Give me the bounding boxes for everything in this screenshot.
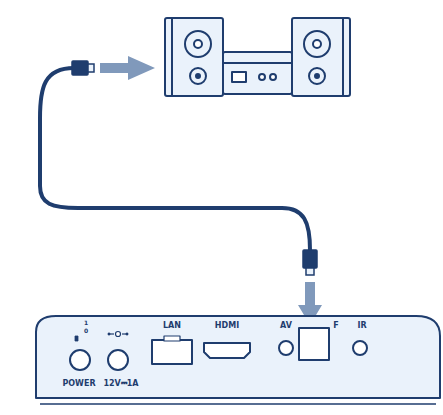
port-label: 0 [84,328,88,334]
port-label: F [333,322,338,330]
port-label: HDMI [215,322,239,330]
speaker [292,18,350,96]
hdmi-port [204,343,250,358]
port-label: IR [357,322,366,330]
port-label: AV [280,322,292,330]
port-label: POWER [62,380,95,388]
dc-jack [108,350,128,370]
power-switch [70,350,90,370]
direction-arrow [100,56,322,325]
ir-port [353,341,367,355]
port-label: 1 [84,320,88,326]
set-top-box [36,316,440,398]
amplifier [223,52,292,94]
cable-plug [72,61,88,75]
lan-port [152,340,192,364]
port-label: LAN [163,322,181,330]
cable-plug [303,250,317,268]
speaker [165,18,223,96]
port-label: 12V⎓1A [103,380,138,388]
av-port [279,341,293,355]
optical-cable [40,68,310,250]
optical-port [299,328,329,360]
